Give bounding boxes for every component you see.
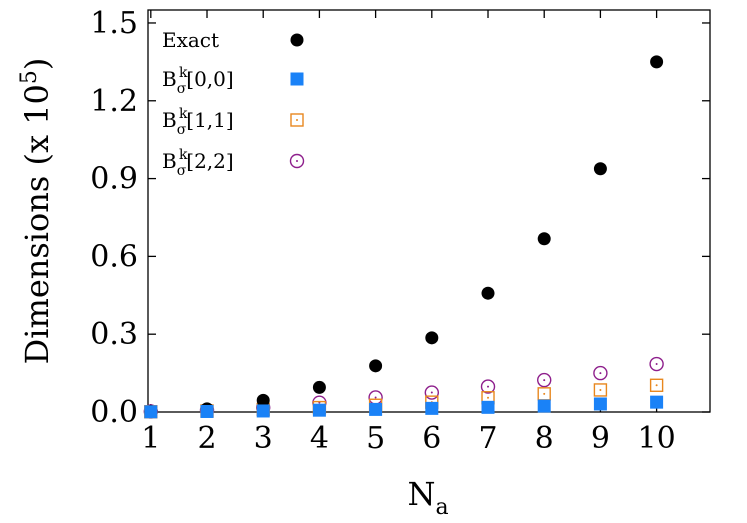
point-b-2-2- [424,385,440,400]
x-tick-label: 1 [141,421,160,456]
x-tick-label: 6 [422,421,441,456]
y-axis-ticks: 0.0 0.3 0.6 0.9 1.2 1.5 [90,6,710,430]
x-tick-label: 5 [366,421,385,456]
x-tick-label: 9 [591,421,610,456]
point-exact [312,380,326,394]
point-b-2-2- [537,372,552,388]
point-b-0-0- [256,404,270,418]
point-b-0-0- [144,405,158,419]
y-axis-title: Dimensions (x 105) [17,58,56,365]
x-tick-label: 10 [638,421,676,456]
x-tick-label: 3 [254,421,273,456]
point-b-0-0- [425,401,439,415]
legend-marker [289,153,305,169]
legend-superscript: k [179,106,188,122]
point-exact [650,55,664,69]
legend-marker [290,113,304,127]
x-tick-label: 4 [310,421,329,456]
legend-label: Bσ[2,2] [162,149,234,179]
point-b-2-2- [368,390,383,405]
point-b-0-0- [312,403,326,417]
point-b-0-0- [537,399,551,413]
legend-marker [290,33,304,47]
point-b-2-2- [480,379,496,394]
legend-superscript: k [179,147,188,163]
legend-label: Bσ[1,1] [162,108,234,138]
x-axis-title: Na [407,475,448,520]
point-exact [425,331,439,345]
point-b-1-1- [537,387,551,401]
legend-superscript: k [179,65,188,81]
x-tick-label: 7 [478,421,497,456]
point-b-2-2- [593,365,608,381]
y-tick-label: 0.3 [90,317,138,352]
point-exact [537,232,551,246]
y-tick-label: 0.9 [90,162,138,197]
y-tick-label: 1.2 [90,84,138,119]
point-exact [369,359,383,373]
point-exact [256,393,270,407]
x-axis-ticks: 1 2 3 4 5 6 7 8 9 10 [141,10,676,456]
x-tick-label: 2 [197,421,216,456]
y-tick-label: 0.0 [90,395,138,430]
data-points [143,55,664,419]
point-b-0-0- [369,402,383,416]
legend-marker [290,72,304,86]
point-b-1-1- [649,378,664,392]
point-b-0-0- [481,400,495,414]
legend-label: Bσ[0,0] [162,67,234,97]
point-b-0-0- [200,404,214,418]
y-tick-label: 0.6 [90,239,138,274]
point-exact [481,286,495,300]
point-b-2-2- [649,356,664,372]
point-exact [593,162,607,176]
x-tick-label: 8 [535,421,554,456]
point-b-0-0- [593,397,607,411]
point-b-0-0- [650,395,664,409]
legend-label: Exact [162,28,219,52]
y-tick-label: 1.5 [90,6,138,41]
point-b-1-1- [593,383,608,397]
